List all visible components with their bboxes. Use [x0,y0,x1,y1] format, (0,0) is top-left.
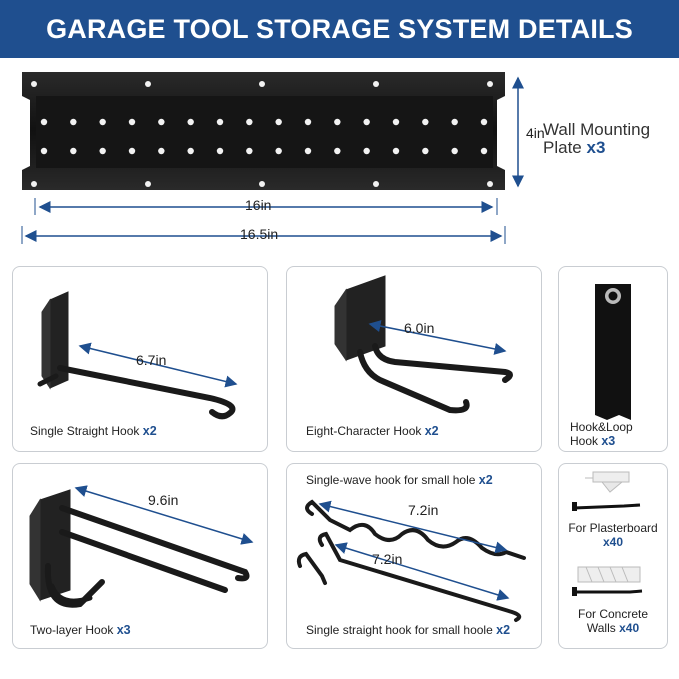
plate-hole [128,118,136,126]
single-wave-hook-dim [318,500,508,554]
panel-anchors [558,463,668,649]
panel-eight-character-hook [286,266,542,452]
plate-screw-hole [145,81,151,87]
plate-hole [422,147,429,155]
plate-holes [31,81,493,187]
eight-character-hook-dim [368,320,507,355]
plate-hole [451,118,458,126]
plate-hole [334,118,341,126]
plate-screw-hole [373,81,379,87]
plate-hole [216,118,224,126]
plasterboard-anchor-drawing [572,471,641,511]
two-layer-hook-dim [74,485,254,545]
eight-character-hook-label: Eight-Character Hook x2 [306,424,439,438]
plate-hole [422,118,429,126]
eight-character-hook-drawing [334,275,513,414]
plate-hole [246,118,253,126]
plate-label: Wall Mounting Plate x3 [543,120,651,157]
plate-screw-hole [487,81,493,87]
plate-hole [99,147,106,155]
single-wave-hook-dim-label: 7.2in [408,502,439,518]
single-wave-hook-label: Single-wave hook for small hole x2 [306,473,493,487]
single-straight-hook-label: Single Straight Hook x2 [30,424,157,438]
plate-hole [70,118,77,126]
plate-screw-hole [31,81,37,87]
concrete-anchor-label: For Concrete Walls x40 [577,607,649,635]
plate-outer-width-dim: 16.5in [240,226,279,242]
plate-inner-width-dim: 16in [245,197,272,213]
plate-screw-hole [145,181,151,187]
page-title: GARAGE TOOL STORAGE SYSTEM DETAILS [46,14,633,44]
two-layer-hook-dim-label: 9.6in [148,492,179,508]
plate-hole [70,147,77,155]
single-straight-hook-dim [78,342,238,388]
plate-screw-hole [31,181,37,187]
concrete-anchor-drawing [572,566,643,596]
plate-hole [392,147,400,155]
hook-loop-label: Hook&Loop Hook x3 [570,420,633,448]
plate-hole [304,118,312,126]
plate-hole [480,118,488,126]
single-straight-hook-drawing [37,291,236,420]
eight-character-hook-dim-label: 6.0in [404,320,435,336]
header-banner [0,0,679,58]
plate-screw-hole [373,181,379,187]
plasterboard-anchor-label: For Plasterboard x40 [568,521,658,549]
plate-height-dim: 4in [526,125,545,141]
plate-hole [128,147,136,155]
plate-hole [334,147,341,155]
plate-hole [275,118,282,126]
plate-hole [304,147,312,155]
two-layer-hook-drawing [29,489,250,608]
plate-hole [363,118,370,126]
plate-hole [40,118,48,126]
plate-hole [246,147,253,155]
plate-hole [275,147,282,155]
plate-hole [216,147,224,155]
plate-screw-hole [487,181,493,187]
plate-hole [451,147,458,155]
two-layer-hook-label: Two-layer Hook x3 [30,623,131,637]
plate-hole [187,147,194,155]
plate-hole [480,147,488,155]
plate-screw-hole [259,181,265,187]
plate-hole [40,147,48,155]
plate-hole [158,147,165,155]
plate-hole [158,118,165,126]
small-straight-hook-drawing [296,531,522,622]
plate-hole [392,118,400,126]
plate-hole [187,118,194,126]
small-straight-hook-label: Single straight hook for small hoole x2 [306,623,511,637]
plate-hole [363,147,370,155]
single-straight-hook-dim-label: 6.7in [136,352,167,368]
plate-hole [99,118,106,126]
plate-screw-hole [259,81,265,87]
small-straight-hook-dim-label: 7.2in [372,551,403,567]
small-straight-hook-dim [334,542,510,601]
hook-loop-strap-drawing [595,284,631,420]
